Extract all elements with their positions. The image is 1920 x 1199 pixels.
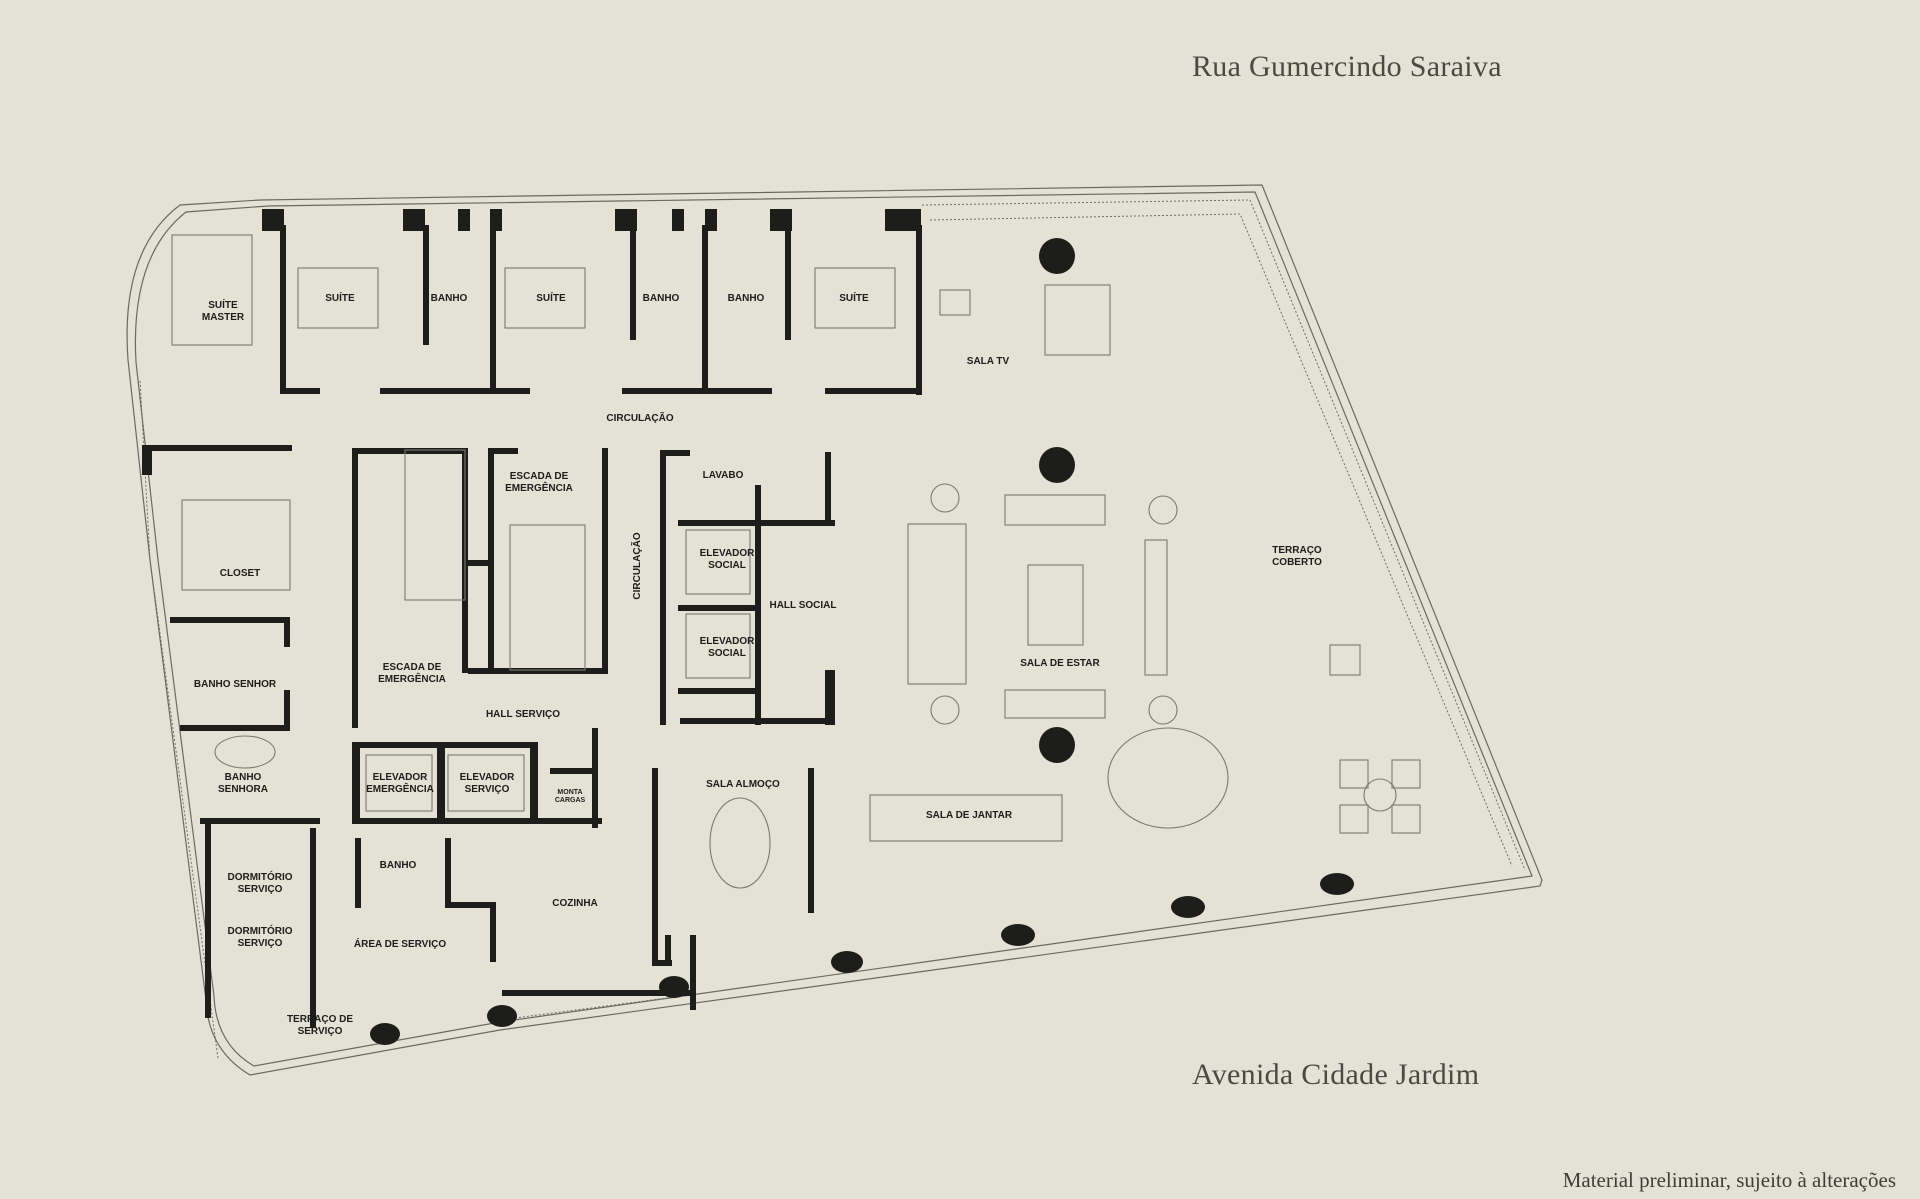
label-closet: CLOSET [220, 568, 261, 579]
label-sala-almoco: SALA ALMOÇO [706, 779, 780, 790]
label-sala-de-estar: SALA DE ESTAR [1020, 658, 1100, 669]
label-sala-de-jantar: SALA DE JANTAR [926, 810, 1013, 821]
label-suite-3: SUÍTE [839, 291, 869, 304]
label-banho-servico: BANHO [380, 860, 417, 871]
furniture [171, 234, 1421, 889]
label-hall-servico: HALL SERVIÇO [486, 709, 560, 720]
label-suite-1: SUÍTE [325, 291, 355, 304]
label-cozinha: COZINHA [552, 898, 598, 909]
label-banho-2: BANHO [643, 293, 680, 304]
building-outline [126, 184, 1543, 1076]
street-label-bottom: Avenida Cidade Jardim [1192, 1058, 1480, 1091]
label-area-de-servico: ÁREA DE SERVIÇO [354, 937, 446, 950]
label-lavabo: LAVABO [703, 470, 744, 481]
disclaimer-note: Material preliminar, sujeito à alteraçõe… [1562, 1168, 1896, 1192]
label-hall-social: HALL SOCIAL [769, 600, 836, 611]
label-circulacao-horizontal: CIRCULAÇÃO [606, 411, 673, 424]
label-banho-senhor: BANHO SENHOR [194, 679, 277, 690]
walls [142, 209, 922, 1028]
label-suite-2: SUÍTE [536, 291, 566, 304]
label-circulacao-vertical: CIRCULAÇÃO [630, 532, 643, 599]
label-banho-1: BANHO [431, 293, 468, 304]
planters [139, 199, 1526, 1059]
columns [370, 238, 1354, 1045]
label-banho-3: BANHO [728, 293, 765, 304]
label-sala-tv: SALA TV [967, 356, 1010, 367]
street-label-top: Rua Gumercindo Saraiva [1192, 50, 1502, 83]
